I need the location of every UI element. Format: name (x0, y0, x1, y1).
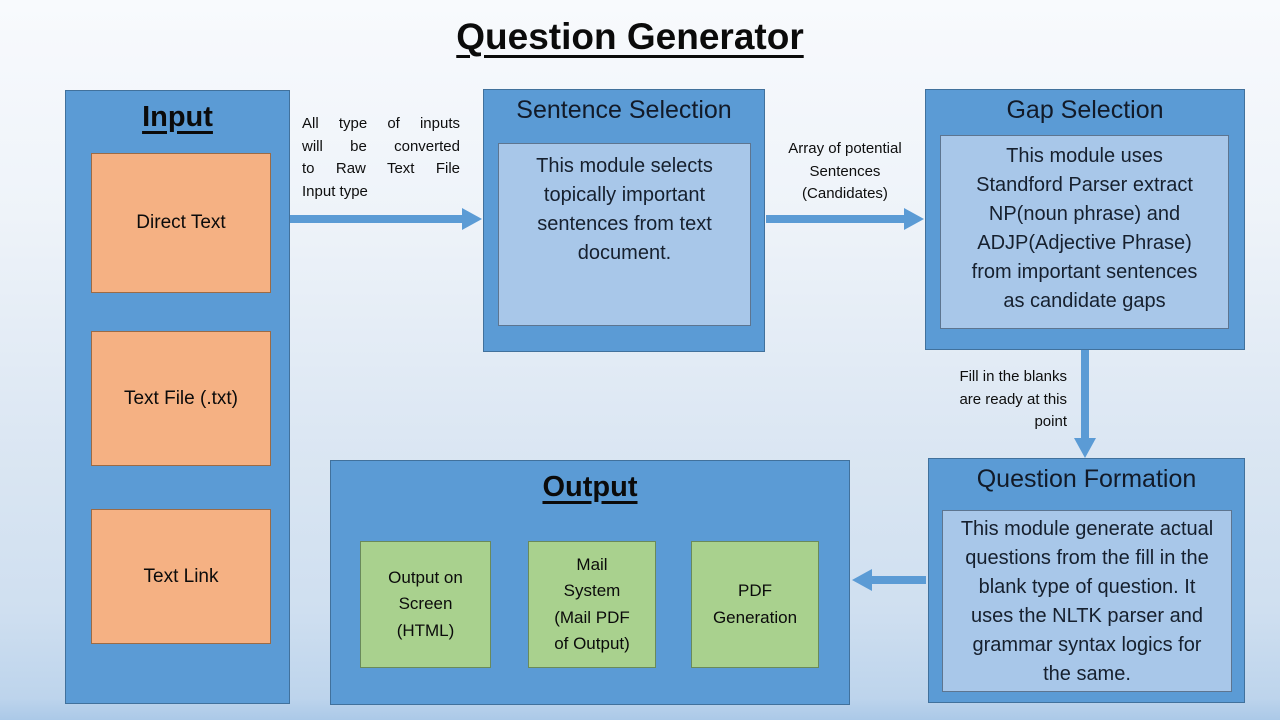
arrow-label-gap-to-question: Fill in the blanks are ready at this poi… (959, 368, 1067, 430)
arrow-head-right-icon (462, 208, 482, 230)
gap-selection-body-panel: This module uses Standford Parser extrac… (940, 135, 1229, 329)
arrow-label-line: Input type (302, 182, 368, 200)
arrow-label-line: will be converted (302, 137, 460, 155)
output-item-pdf-generation: PDF Generation (691, 541, 819, 668)
arrow-label-sentence-to-gap: Array of potential Sentences (Candidates… (788, 140, 902, 202)
input-item-direct-text: Direct Text (91, 153, 271, 293)
arrow-head-down-icon (1074, 438, 1096, 458)
output-item-mail-system: Mail System (Mail PDF of Output) (528, 541, 656, 668)
output-item-label: PDF Generation (712, 581, 798, 627)
question-formation-body-panel: This module generate actual questions fr… (942, 510, 1232, 692)
sentence-selection-body-panel: This module selects topically important … (498, 143, 751, 326)
arrow-head-left-icon (852, 569, 872, 591)
input-item-label: Text Link (143, 565, 219, 587)
output-group: Output Output on Screen (HTML) Mail Syst… (330, 460, 850, 705)
output-group-title: Output (542, 471, 638, 503)
arrow-shaft (766, 215, 904, 223)
output-item-label: Mail System (Mail PDF of Output) (554, 554, 630, 653)
arrow-label-line: All type of inputs (302, 115, 460, 132)
input-item-text-file: Text File (.txt) (91, 331, 271, 466)
input-item-text-link: Text Link (91, 509, 271, 644)
sentence-selection-body: This module selects topically important … (536, 155, 713, 264)
input-group: Input Direct Text Text File (.txt) Text … (65, 90, 290, 704)
arrow-head-right-icon (904, 208, 924, 230)
gap-selection-body: This module uses Standford Parser extrac… (971, 145, 1198, 312)
question-formation-title: Question Formation (976, 465, 1197, 493)
arrow-shaft (290, 215, 462, 223)
sentence-selection-box: Sentence Selection This module selects t… (483, 89, 765, 352)
output-item-label: Output on Screen (HTML) (388, 567, 463, 640)
input-group-title: Input (142, 101, 213, 133)
page-title: Question Generator (456, 16, 804, 57)
question-formation-body: This module generate actual questions fr… (960, 518, 1214, 685)
output-item-screen-html: Output on Screen (HTML) (360, 541, 491, 668)
question-formation-box: Question Formation This module generate … (928, 458, 1245, 703)
arrow-label-input-to-sentence: All type of inputs will be converted to … (302, 113, 460, 203)
arrow-shaft (1081, 350, 1089, 440)
input-item-label: Text File (.txt) (123, 387, 238, 409)
arrow-label-line: to Raw Text File (302, 160, 460, 177)
arrow-shaft (872, 576, 926, 584)
gap-selection-box: Gap Selection This module uses Standford… (925, 89, 1245, 350)
input-item-label: Direct Text (136, 212, 226, 233)
gap-selection-title: Gap Selection (1006, 96, 1164, 124)
sentence-selection-title: Sentence Selection (516, 96, 732, 124)
